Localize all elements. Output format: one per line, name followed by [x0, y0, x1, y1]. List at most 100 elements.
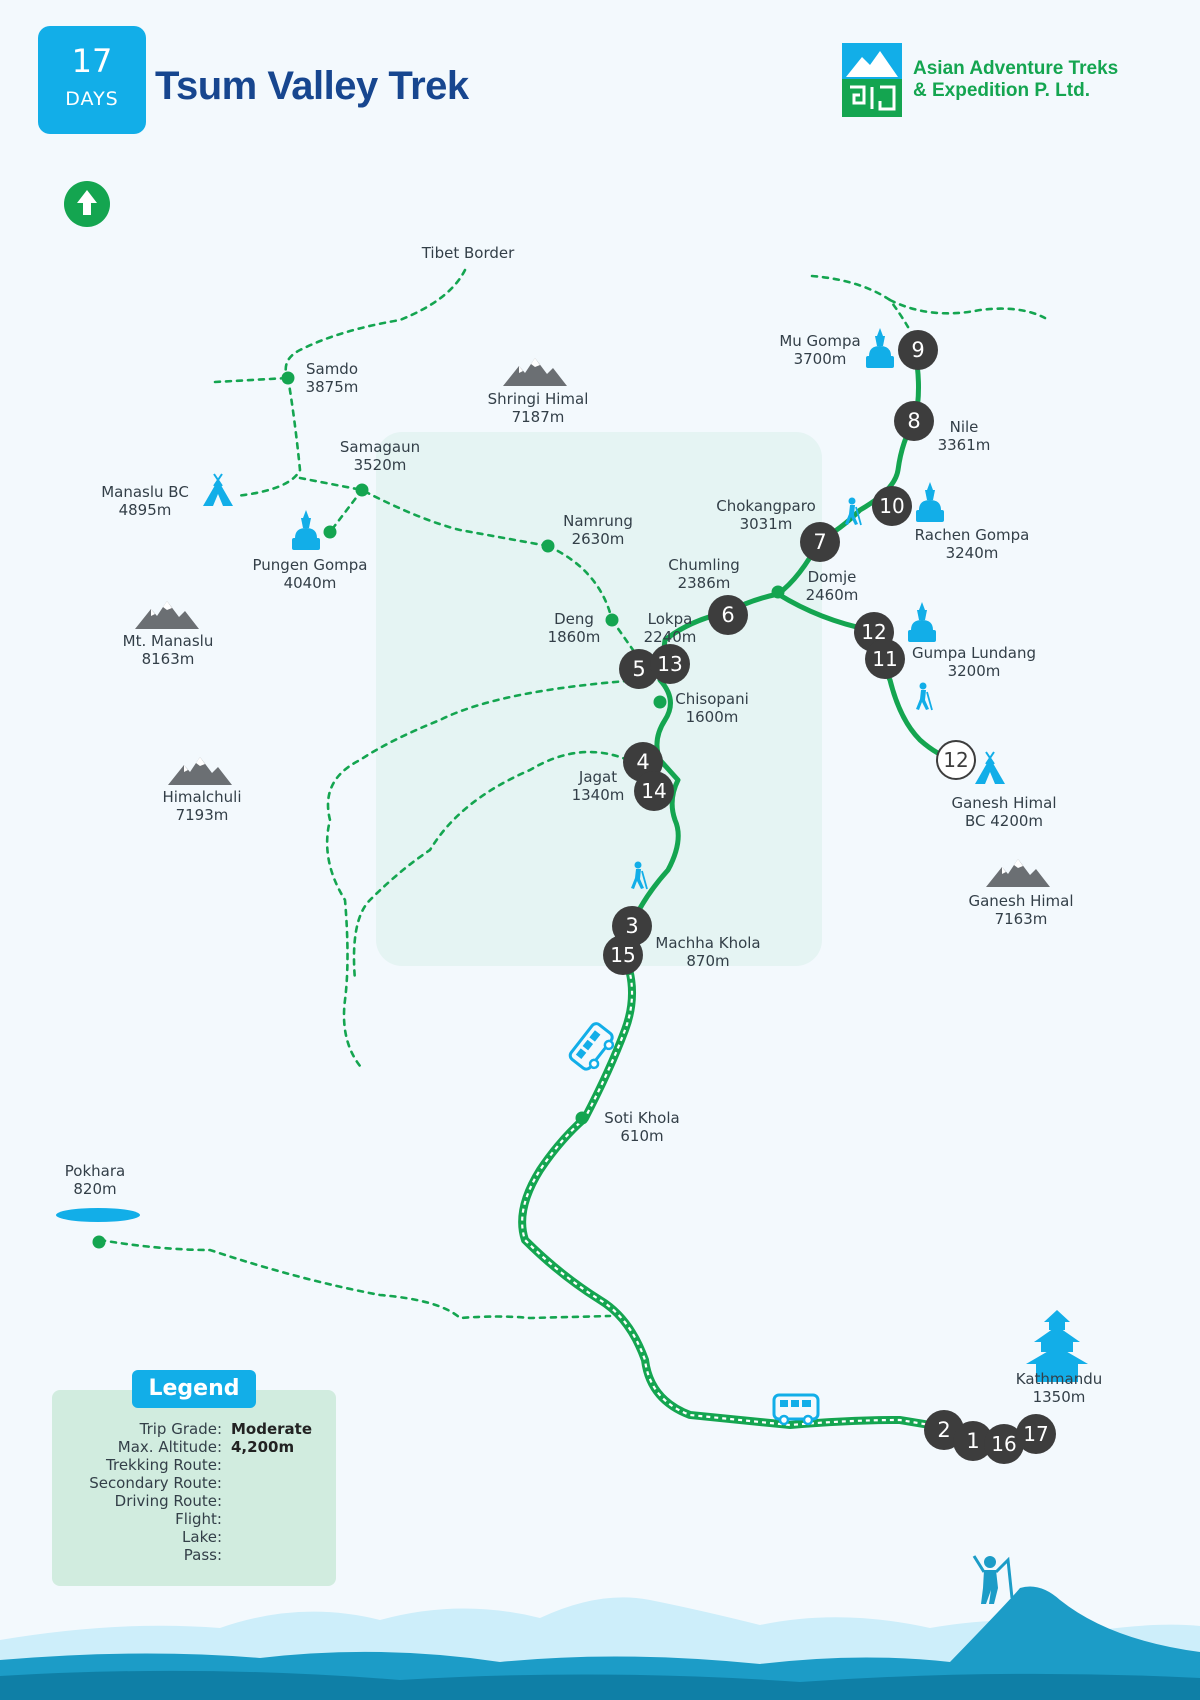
- lake-icon: [56, 1208, 140, 1222]
- label-mt-manaslu: Mt. Manaslu: [123, 632, 214, 650]
- label-ganesh-himal-bc: Ganesh Himal: [951, 794, 1056, 812]
- label-ganesh-himal-bc-alt: BC 4200m: [965, 812, 1043, 830]
- label-kathmandu-alt: 1350m: [1033, 1388, 1086, 1406]
- label-ganesh-himal: Ganesh Himal: [968, 892, 1073, 910]
- place-labels: Tibet Border Samdo 3875m Samagaun 3520m …: [65, 244, 1102, 1406]
- svg-text:10: 10: [879, 494, 904, 518]
- company-line-1: Asian Adventure Treks: [913, 58, 1119, 79]
- label-himalchuli-alt: 7193m: [176, 806, 229, 824]
- legend-trekking-route: Trekking Route:: [106, 1456, 222, 1474]
- summit-hiker-icon: [972, 1555, 1014, 1604]
- svg-text:14: 14: [641, 779, 666, 803]
- legend-title: Legend: [132, 1370, 256, 1408]
- svg-text:1: 1: [966, 1429, 979, 1453]
- day-marker-16: 16: [984, 1424, 1024, 1464]
- label-nile: Nile: [950, 418, 979, 436]
- label-chumling: Chumling: [668, 556, 739, 574]
- legend-secondary-route: Secondary Route:: [89, 1474, 222, 1492]
- company-line-2: & Expedition P. Ltd.: [913, 80, 1090, 101]
- legend-lake: Lake:: [182, 1528, 222, 1546]
- label-soti-khola: Soti Khola: [604, 1109, 679, 1127]
- svg-text:16: 16: [991, 1432, 1016, 1456]
- label-gumpa-lundang: Gumpa Lundang: [912, 644, 1036, 662]
- day-marker-1: 1: [953, 1421, 993, 1461]
- label-chokangparo: Chokangparo: [716, 497, 816, 515]
- day-marker-17: 17: [1016, 1414, 1056, 1454]
- legend-flight: Flight:: [175, 1510, 222, 1528]
- day-marker-13: 13: [650, 644, 690, 684]
- label-soti-khola-alt: 610m: [620, 1127, 663, 1145]
- logo-watermark: [376, 432, 822, 966]
- label-mt-manaslu-alt: 8163m: [142, 650, 195, 668]
- svg-text:7: 7: [813, 530, 826, 554]
- day-marker-12-camp: 12: [936, 740, 976, 780]
- label-namrung-alt: 2630m: [572, 530, 625, 548]
- svg-text:3: 3: [625, 914, 638, 938]
- waypoint-dot: [92, 371, 785, 1249]
- day-marker-10: 10: [872, 486, 912, 526]
- svg-text:8: 8: [907, 409, 920, 433]
- label-deng-alt: 1860m: [548, 628, 601, 646]
- label-mu-gompa-alt: 3700m: [794, 350, 847, 368]
- days-badge: 17 DAYS: [38, 26, 146, 134]
- svg-text:2: 2: [937, 1418, 950, 1442]
- label-chokangparo-alt: 3031m: [740, 515, 793, 533]
- legend-trip-grade-value: Moderate: [231, 1420, 313, 1438]
- day-marker-7: 7: [800, 522, 840, 562]
- company-logo-icon: [842, 43, 902, 117]
- label-jagat: Jagat: [578, 768, 617, 786]
- label-pokhara-alt: 820m: [73, 1180, 116, 1198]
- day-marker-5: 5: [619, 649, 659, 689]
- svg-text:15: 15: [610, 943, 635, 967]
- label-kathmandu: Kathmandu: [1016, 1370, 1103, 1388]
- footer-mountains: [0, 1555, 1200, 1700]
- temple-icon: [1026, 1310, 1088, 1382]
- svg-text:12: 12: [943, 748, 968, 772]
- label-jagat-alt: 1340m: [572, 786, 625, 804]
- label-deng: Deng: [554, 610, 594, 628]
- label-manaslu-bc-alt: 4895m: [119, 501, 172, 519]
- label-gumpa-lundang-alt: 3200m: [948, 662, 1001, 680]
- legend-pass: Pass:: [183, 1546, 222, 1564]
- svg-text:9: 9: [911, 338, 924, 362]
- legend-max-altitude-label: Max. Altitude:: [117, 1438, 222, 1456]
- svg-text:4: 4: [636, 750, 649, 774]
- label-machha-khola-alt: 870m: [686, 952, 729, 970]
- svg-text:5: 5: [632, 657, 645, 681]
- label-shringi-himal-alt: 7187m: [512, 408, 565, 426]
- svg-text:13: 13: [657, 652, 682, 676]
- svg-text:11: 11: [872, 647, 897, 671]
- label-samdo-alt: 3875m: [306, 378, 359, 396]
- legend-driving-route: Driving Route:: [114, 1492, 222, 1510]
- label-ganesh-himal-alt: 7163m: [995, 910, 1048, 928]
- label-manaslu-bc: Manaslu BC: [101, 483, 189, 501]
- day-marker-9: 9: [898, 330, 938, 370]
- label-tibet-border: Tibet Border: [421, 244, 515, 262]
- driving-route: [518, 948, 934, 1430]
- label-shringi-himal: Shringi Himal: [488, 390, 589, 408]
- day-marker-8: 8: [894, 401, 934, 441]
- label-nile-alt: 3361m: [938, 436, 991, 454]
- label-lokpa: Lokpa: [648, 610, 693, 628]
- label-chisopani-alt: 1600m: [686, 708, 739, 726]
- company-name: Asian Adventure Treks & Expedition P. Lt…: [913, 58, 1118, 102]
- legend-trip-grade-label: Trip Grade:: [139, 1420, 222, 1438]
- label-domje: Domje: [808, 568, 857, 586]
- label-chumling-alt: 2386m: [678, 574, 731, 592]
- label-lokpa-alt: 2240m: [644, 628, 697, 646]
- label-himalchuli: Himalchuli: [162, 788, 241, 806]
- svg-text:17: 17: [1023, 1422, 1048, 1446]
- label-namrung: Namrung: [563, 512, 633, 530]
- north-arrow-icon: [64, 181, 110, 227]
- label-pungen-gompa-alt: 4040m: [284, 574, 337, 592]
- days-unit: DAYS: [65, 88, 119, 110]
- label-samagaun: Samagaun: [340, 438, 420, 456]
- day-marker-11: 11: [865, 639, 905, 679]
- svg-text:6: 6: [721, 603, 734, 627]
- label-pokhara: Pokhara: [65, 1162, 125, 1180]
- days-number: 17: [71, 42, 113, 80]
- label-domje-alt: 2460m: [806, 586, 859, 604]
- legend-panel: [52, 1390, 336, 1586]
